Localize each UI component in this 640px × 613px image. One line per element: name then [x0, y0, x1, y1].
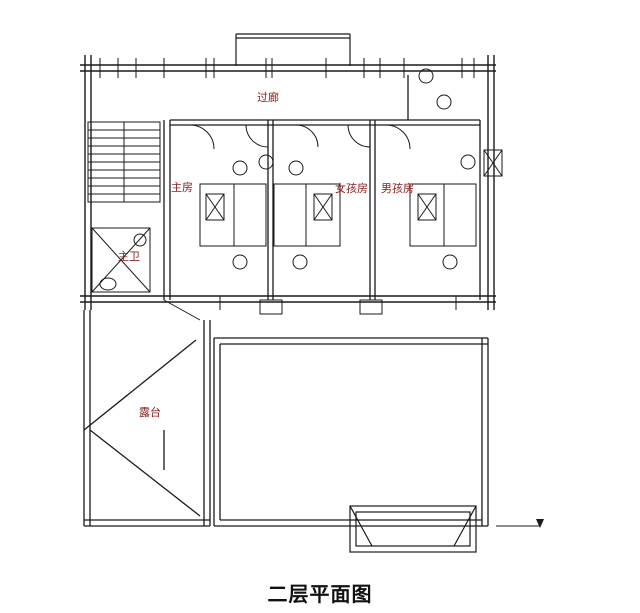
upper-outer-walls	[80, 55, 496, 310]
bottom-openings	[219, 296, 457, 315]
room-label-terrace: 露台	[139, 405, 161, 419]
dimension-marker	[496, 519, 544, 528]
terrace-outline	[83, 310, 211, 527]
staircase	[87, 121, 161, 203]
beds	[199, 183, 477, 247]
top-window-bay	[235, 33, 351, 66]
door-swings	[163, 124, 411, 321]
room-label-master-bath: 主卫	[118, 250, 140, 263]
master-bath-fixtures	[91, 227, 151, 293]
room-label-corridor: 过廊	[257, 90, 279, 104]
top-tick-marks	[99, 58, 475, 78]
chairs	[232, 68, 476, 270]
room-label-girls-room: 女孩房	[335, 181, 368, 195]
room-label-boys-room: 男孩房	[381, 182, 414, 195]
right-window	[483, 149, 503, 177]
room-label-master-bedroom: 主房	[171, 181, 193, 194]
bottom-bay-window	[349, 505, 477, 553]
interior-walls	[163, 75, 481, 300]
lower-roof	[213, 337, 489, 527]
drawing-title: 二层平面图	[267, 582, 373, 606]
